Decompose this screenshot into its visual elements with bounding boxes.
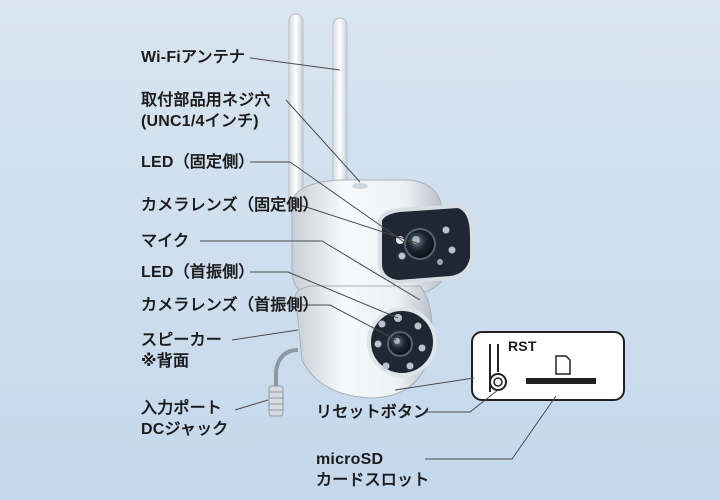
pan-led-5	[383, 363, 390, 370]
dc-cable	[269, 350, 298, 416]
fixed-led-2	[399, 253, 406, 260]
label-reset-button: リセットボタン	[316, 402, 429, 423]
label-mount-hole: 取付部品用ネジ穴 (UNC1/4インチ)	[141, 90, 271, 132]
label-speaker: スピーカー ※背面	[141, 330, 222, 372]
fixed-housing	[292, 180, 472, 300]
sd-card-icon	[556, 356, 570, 374]
label-mic: マイク	[141, 231, 189, 252]
label-lens-fixed: カメラレンズ（固定側）	[141, 195, 319, 216]
pan-led-3	[419, 345, 426, 352]
pan-camera-lens	[388, 332, 412, 356]
fixed-led-4	[449, 247, 456, 254]
pan-led-7	[379, 321, 386, 328]
mount-screw-hole	[352, 183, 368, 189]
sd-slot-icon	[526, 378, 596, 384]
label-rst: RST	[508, 336, 537, 357]
antenna-right	[333, 18, 347, 206]
antenna-left	[289, 14, 303, 210]
fixed-led-5	[437, 259, 443, 265]
pan-led-2	[415, 323, 422, 330]
dc-jack	[269, 386, 283, 416]
pan-led-4	[407, 363, 414, 370]
label-sd-slot: microSD カードスロット	[316, 449, 429, 491]
port-inset-panel	[472, 332, 624, 400]
fixed-led-3	[443, 227, 450, 234]
pan-led-6	[375, 341, 382, 348]
label-led-fixed: LED（固定側）	[141, 152, 255, 173]
label-lens-pan: カメラレンズ（首振側）	[141, 295, 319, 316]
label-wifi-antenna: Wi-Fiアンテナ	[141, 47, 245, 68]
label-dc-jack: 入力ポート DCジャック	[141, 398, 229, 440]
label-led-pan: LED（首振側）	[141, 262, 255, 283]
